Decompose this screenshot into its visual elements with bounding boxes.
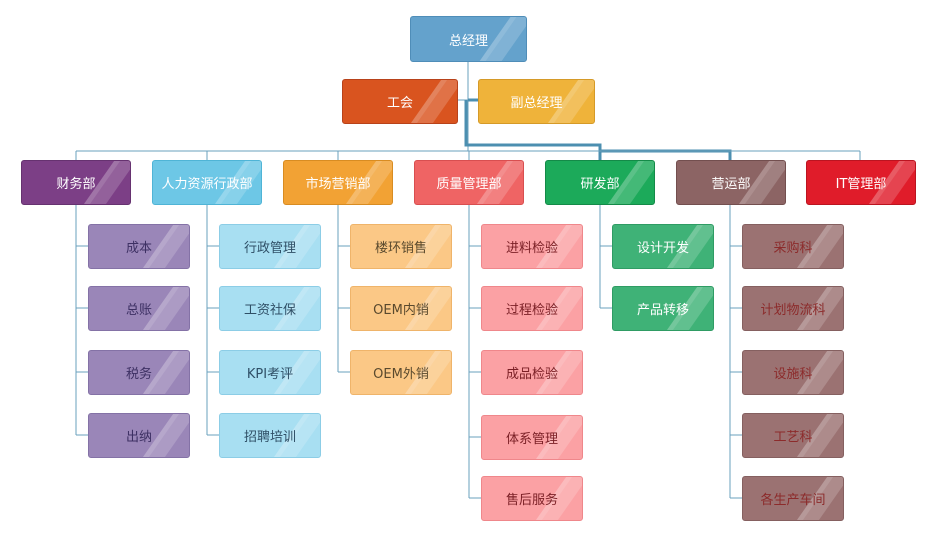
dept-label: 营运部 (711, 177, 751, 192)
sub-node-tax[interactable]: 税务 (88, 350, 190, 395)
sub-node-recruit[interactable]: 招聘培训 (219, 413, 321, 458)
sub-node-design[interactable]: 设计开发 (612, 224, 714, 269)
sub-label: 招聘培训 (243, 430, 296, 445)
union-label: 工会 (386, 96, 413, 111)
sub-node-kpi[interactable]: KPI考评 (219, 350, 321, 395)
sub-node-ledger[interactable]: 总账 (88, 286, 190, 331)
deputy-label: 副总经理 (510, 96, 563, 111)
sub-label: 采购科 (773, 241, 813, 256)
sub-node-product-inspection[interactable]: 成品检验 (481, 350, 583, 395)
sub-node-after-sales[interactable]: 售后服务 (481, 476, 583, 521)
sub-node-incoming-inspection[interactable]: 进料检验 (481, 224, 583, 269)
sub-node-cost[interactable]: 成本 (88, 224, 190, 269)
sub-label: KPI考评 (246, 367, 294, 382)
sub-label: 总账 (125, 303, 152, 318)
sub-label: 进料检验 (505, 241, 558, 256)
sub-node-payroll[interactable]: 工资社保 (219, 286, 321, 331)
sub-node-process-inspection[interactable]: 过程检验 (481, 286, 583, 331)
sub-node-facilities[interactable]: 设施科 (742, 350, 844, 395)
dept-label: 人力资源行政部 (161, 177, 253, 192)
sub-node-sales[interactable]: 楼环销售 (350, 224, 452, 269)
sub-label: 体系管理 (505, 432, 558, 447)
sub-node-planning-logistics[interactable]: 计划物流科 (742, 286, 844, 331)
sub-label: 产品转移 (636, 303, 689, 318)
sub-node-workshops[interactable]: 各生产车间 (742, 476, 844, 521)
sub-label: 设计开发 (636, 241, 689, 256)
dept-label: 研发部 (580, 177, 620, 192)
sub-label: 过程检验 (505, 303, 558, 318)
dept-rnd[interactable]: 研发部 (545, 160, 655, 205)
dept-marketing[interactable]: 市场营销部 (283, 160, 393, 205)
sub-label: 税务 (125, 367, 152, 382)
sub-label: OEM外销 (373, 367, 429, 382)
ceo-node[interactable]: 总经理 (410, 16, 527, 62)
sub-node-system-management[interactable]: 体系管理 (481, 415, 583, 460)
sub-label: 计划物流科 (760, 303, 826, 318)
sub-label: 各生产车间 (760, 493, 826, 508)
sub-node-cashier[interactable]: 出纳 (88, 413, 190, 458)
deputy-node[interactable]: 副总经理 (478, 79, 595, 124)
highlight-branch-line-2 (600, 149, 732, 160)
dept-label: IT管理部 (835, 177, 887, 192)
dept-operations[interactable]: 营运部 (676, 160, 786, 205)
dept-quality[interactable]: 质量管理部 (414, 160, 524, 205)
sub-node-product-transfer[interactable]: 产品转移 (612, 286, 714, 331)
dept-label: 质量管理部 (436, 177, 502, 192)
dept-it[interactable]: IT管理部 (806, 160, 916, 205)
dept-label: 市场营销部 (305, 177, 371, 192)
union-node[interactable]: 工会 (342, 79, 458, 124)
dept-hr-admin[interactable]: 人力资源行政部 (152, 160, 262, 205)
sub-label: 售后服务 (505, 493, 558, 508)
sub-label: 成本 (125, 241, 152, 256)
sub-label: 设施科 (773, 367, 813, 382)
sub-node-purchasing[interactable]: 采购科 (742, 224, 844, 269)
sub-label: 成品检验 (505, 367, 558, 382)
sub-node-process-engineering[interactable]: 工艺科 (742, 413, 844, 458)
sub-label: 工艺科 (773, 430, 813, 445)
sub-label: 出纳 (125, 430, 152, 445)
sub-label: OEM内销 (373, 303, 429, 318)
sub-label: 工资社保 (243, 303, 296, 318)
sub-node-admin[interactable]: 行政管理 (219, 224, 321, 269)
dept-label: 财务部 (56, 177, 96, 192)
sub-label: 楼环销售 (374, 241, 427, 256)
ceo-label: 总经理 (448, 33, 488, 49)
sub-node-oem-export[interactable]: OEM外销 (350, 350, 452, 395)
dept-finance[interactable]: 财务部 (21, 160, 131, 205)
sub-label: 行政管理 (243, 241, 296, 256)
sub-node-oem-domestic[interactable]: OEM内销 (350, 286, 452, 331)
